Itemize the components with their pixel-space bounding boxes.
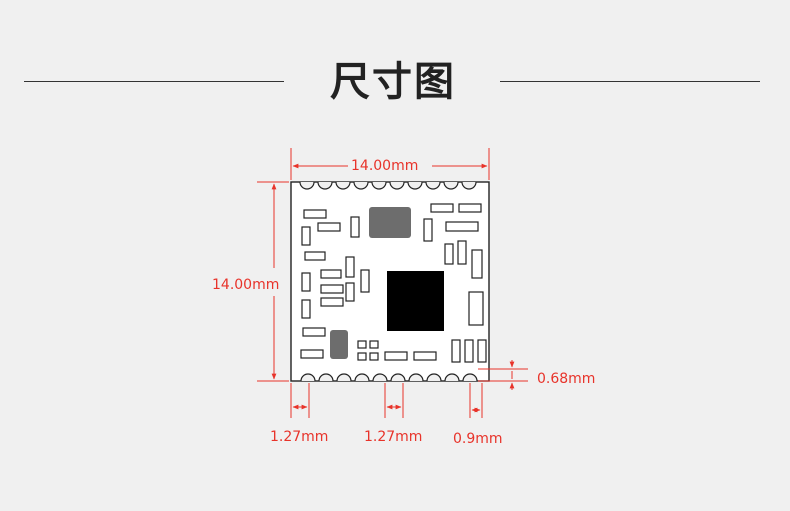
main-ic-chip [387, 271, 444, 331]
page-title: 尺寸图 [330, 59, 456, 105]
title-line-right [500, 81, 760, 82]
dimension-height [257, 181, 289, 382]
dimension-pad-width [469, 383, 483, 418]
pitch-left-label: 1.27mm [270, 429, 328, 445]
components [300, 203, 487, 363]
width-label: 14.00mm [351, 158, 418, 174]
pad-height-label: 0.68mm [537, 371, 595, 387]
small-gray-chip [330, 330, 348, 359]
dimension-width [290, 148, 490, 180]
crystal-chip [369, 207, 411, 238]
dimension-pitch-mid [384, 383, 404, 418]
title-line-left [24, 81, 284, 82]
height-label: 14.00mm [212, 277, 279, 293]
top-castellations [299, 181, 477, 190]
bottom-castellations [300, 373, 478, 382]
dimension-pitch-left [290, 383, 310, 418]
module-board [290, 181, 490, 382]
dimension-pad-height [478, 360, 528, 390]
pitch-mid-label: 1.27mm [364, 429, 422, 445]
pad-width-label: 0.9mm [453, 431, 503, 447]
